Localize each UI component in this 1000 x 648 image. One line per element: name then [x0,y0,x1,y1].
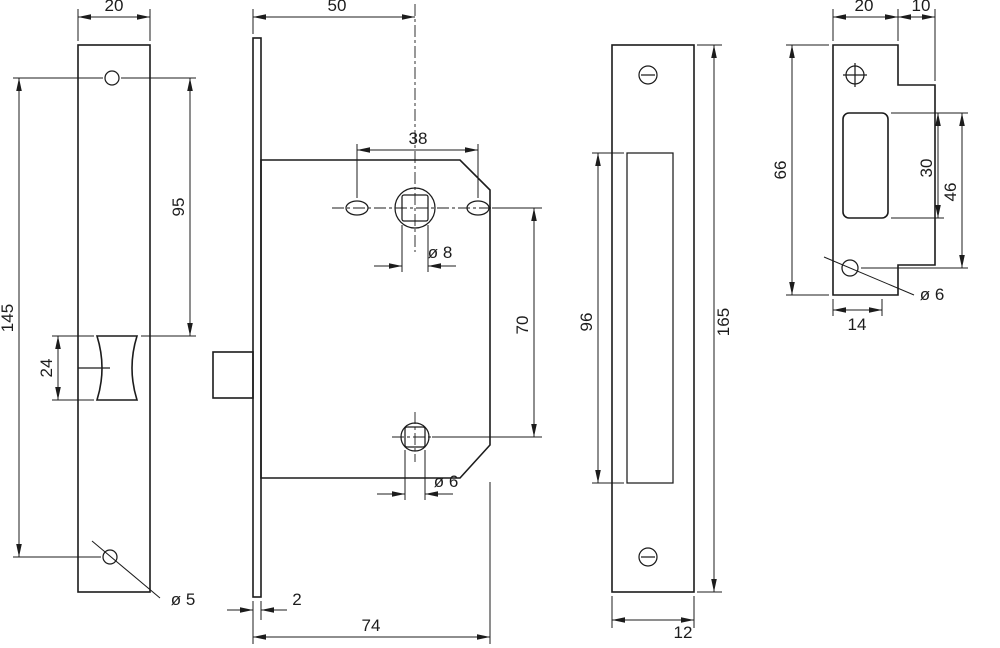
dim-label-74: 74 [362,616,381,635]
dim-label-20: 20 [855,0,874,15]
dim-label-20: 20 [105,0,124,15]
dim-hole-to-hole: 46 [861,113,968,269]
dim-label-14: 14 [848,315,867,334]
dim-hole-to-latch: 95 [121,77,196,337]
dim-faceplate-hole-span: 145 [0,77,103,558]
dim-label-dia6: ø 6 [920,285,945,304]
callout-screw-hole-dia: ø 5 [91,540,196,609]
view-strike-plate: 20 10 66 30 46 14 [771,0,968,334]
leader-line [91,540,161,599]
dim-backset: 50 [252,0,415,34]
leader-line [823,256,915,296]
faceplate-recess [626,152,674,484]
dim-label-10: 10 [912,0,931,15]
top-screw-hole [104,70,120,86]
dim-lip-width: 10 [898,0,936,81]
dim-plate-width: 12 [611,596,695,642]
dim-plate-thickness: 2 [227,590,302,644]
spindle-square-hole [401,194,429,222]
lock-case-outline [260,159,491,479]
view-lock-body-side: 50 38 ø 8 70 ø 6 [212,0,542,644]
dim-label-145: 145 [0,304,17,332]
lower-hole [400,422,430,452]
bottom-screw-hole [102,549,118,565]
dim-body-depth: 74 [253,482,491,644]
dim-label-46: 46 [941,183,960,202]
dim-faceplate-width: 20 [77,0,151,41]
latch-window [95,335,139,401]
dim-latch-hole-dia: ø 6 [377,450,458,500]
dim-label-165: 165 [714,308,733,336]
dim-plate-width: 20 [832,0,899,41]
dim-label-96: 96 [577,313,596,332]
callout-screw-hole-dia: ø 6 [823,256,945,304]
dim-label-2: 2 [292,590,301,609]
dim-label-70: 70 [513,316,532,335]
dim-latch-hole-height: 30 [891,112,968,219]
dim-label-dia6: ø 6 [434,472,459,491]
dim-top-hole-span: 38 [356,129,479,198]
view-faceplate-front: 20 145 95 24 ø 5 [0,0,196,609]
faceplate-edge [252,37,262,598]
top-screw-hole [638,65,658,85]
dim-label-50: 50 [328,0,347,15]
dim-label-24: 24 [37,359,56,378]
dim-spindle-hole-dia: ø 8 [374,225,456,272]
dim-label-95: 95 [169,198,188,217]
strike-plate-outline [832,44,936,296]
latch-bolt [212,351,254,399]
dim-label-66: 66 [771,161,790,180]
right-oval-hole [466,200,490,216]
latch-hole [842,112,889,219]
dim-plate-height: 165 [697,44,733,593]
spindle-hole [394,187,436,229]
faceplate-outline [77,44,151,593]
faceplate-outline [611,44,695,593]
dim-label-30: 30 [917,159,936,178]
left-oval-hole [345,200,369,216]
dim-label-12: 12 [674,623,693,642]
dim-label-dia5: ø 5 [171,590,196,609]
dim-vertical-centers: 70 [432,207,542,438]
dim-label-38: 38 [409,129,428,148]
dim-latch-hole-width: 14 [832,299,883,334]
view-lock-faceplate: 96 165 12 [577,44,733,642]
lower-square-hole [404,426,426,448]
dim-plate-height: 66 [771,44,829,296]
dim-recess-height: 96 [577,152,624,484]
bottom-hole [841,259,859,277]
bottom-screw-hole [638,547,658,567]
dim-label-dia8: ø 8 [428,243,453,262]
dim-latch-window-height: 24 [37,335,94,401]
